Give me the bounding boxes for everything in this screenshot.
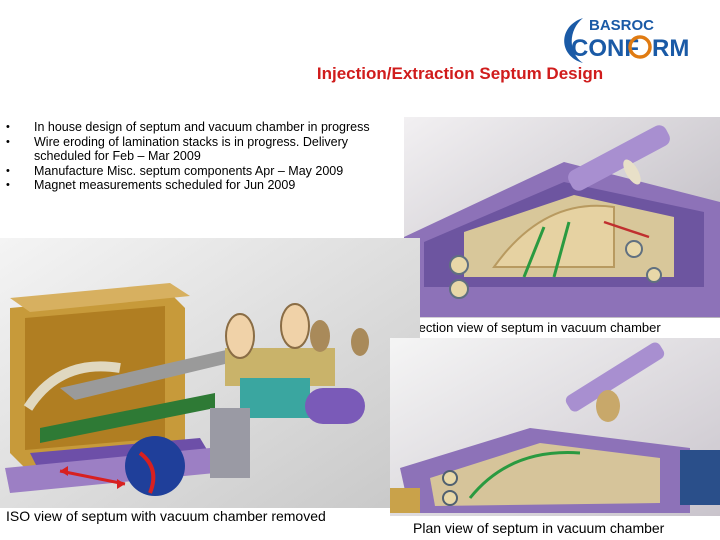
logo-conf-text: CONF [571, 35, 639, 62]
bullet-item: In house design of septum and vacuum cha… [6, 120, 406, 135]
logo-rm-text: RM [652, 35, 689, 62]
iso-view-image [0, 238, 420, 508]
bullet-list: In house design of septum and vacuum cha… [6, 120, 406, 193]
bullet-item: Wire eroding of lamination stacks is in … [6, 135, 406, 164]
logo-basroc-text: BASROC [589, 17, 654, 34]
bullet-item: Manufacture Misc. septum components Apr … [6, 164, 406, 179]
section-view-caption: Section view of septum in vacuum chamber [410, 320, 661, 335]
basroc-conform-logo: BASROC CONF RM [564, 17, 689, 63]
plan-view-caption: Plan view of septum in vacuum chamber [413, 520, 665, 536]
page-title: Injection/Extraction Septum Design [316, 64, 604, 83]
bullet-item: Magnet measurements scheduled for Jun 20… [6, 178, 406, 193]
plan-view-image [390, 338, 720, 516]
logo-swoosh-icon [564, 18, 583, 63]
iso-view-caption: ISO view of septum with vacuum chamber r… [6, 508, 326, 524]
logo-o-ring-icon [628, 35, 652, 59]
section-view-image [404, 117, 720, 318]
